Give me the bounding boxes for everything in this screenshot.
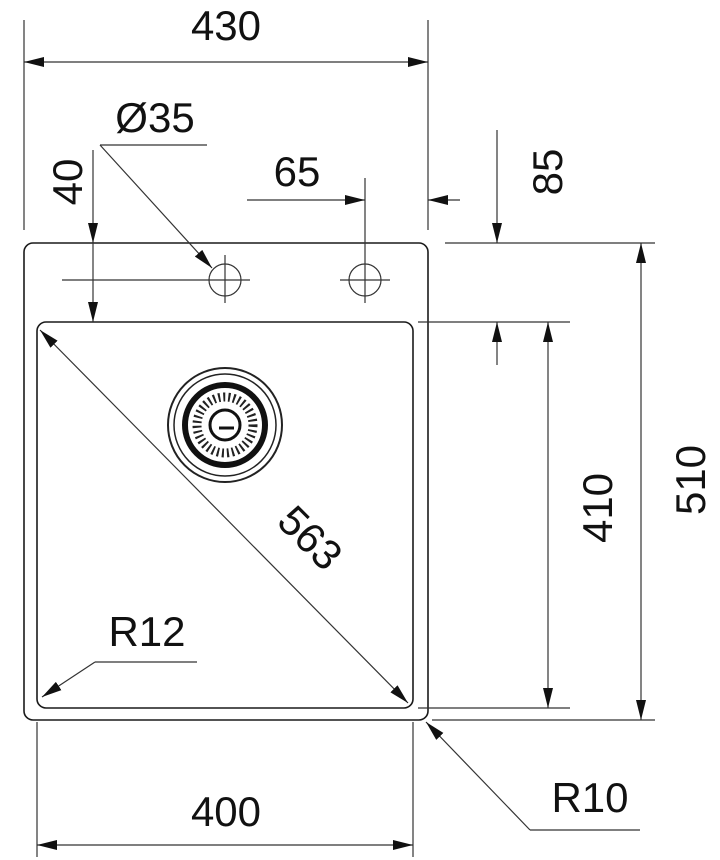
svg-text:R10: R10 <box>551 774 628 821</box>
dim-hole-spacing: 65 <box>247 148 460 205</box>
dim-bowl-width: 400 <box>36 722 414 857</box>
dim-bowl-depth: 410 <box>418 322 621 709</box>
svg-text:65: 65 <box>274 148 321 195</box>
svg-text:R12: R12 <box>108 608 185 655</box>
svg-text:85: 85 <box>524 149 571 196</box>
dim-outer-radius: R10 <box>425 721 640 831</box>
dim-hole-offset: 40 <box>44 150 98 322</box>
svg-text:Ø35: Ø35 <box>115 94 194 141</box>
svg-text:400: 400 <box>191 788 261 835</box>
dim-inner-radius: R12 <box>41 608 197 698</box>
svg-text:430: 430 <box>191 2 261 49</box>
dim-overall-depth: 510 <box>432 243 714 721</box>
bowl-outline <box>36 321 414 709</box>
tap-hole-left <box>205 255 250 303</box>
sink-outer-outline <box>23 242 429 721</box>
dim-overall-width: 430 <box>23 2 429 230</box>
svg-text:40: 40 <box>44 159 91 206</box>
dim-bowl-offset: 85 <box>418 130 655 365</box>
svg-text:510: 510 <box>667 445 714 515</box>
drain-strainer-icon <box>167 367 283 483</box>
tap-hole-right <box>340 178 390 303</box>
svg-text:563: 563 <box>269 496 352 579</box>
dim-hole-diameter: Ø35 <box>99 94 213 269</box>
svg-text:410: 410 <box>574 473 621 543</box>
